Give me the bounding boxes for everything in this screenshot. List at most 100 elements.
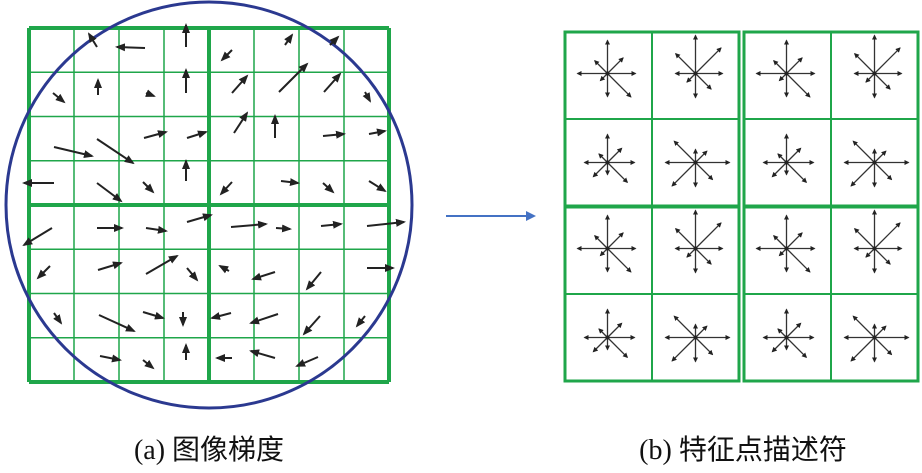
histogram-center-dot xyxy=(605,335,610,340)
histogram-center-dot xyxy=(784,335,789,340)
orientation-bin-arrow xyxy=(695,47,722,74)
gradient-arrow xyxy=(329,35,340,46)
orientation-bin-arrow xyxy=(695,325,708,338)
gradient-arrow xyxy=(97,261,123,271)
orientation-bin-arrow xyxy=(874,162,893,181)
orientation-bin-arrow xyxy=(874,337,893,356)
histogram-center-dot xyxy=(693,335,698,340)
orientation-bin-arrow xyxy=(786,57,803,74)
gradient-arrow xyxy=(52,92,66,104)
orientation-histogram xyxy=(762,308,815,359)
gradient-arrow xyxy=(142,359,155,370)
histogram-center-dot xyxy=(693,246,698,251)
orientation-bin-arrow xyxy=(594,60,608,74)
orientation-histogram xyxy=(674,34,724,99)
orientation-histogram xyxy=(576,39,637,98)
orientation-bin-arrow xyxy=(695,73,712,90)
gradient-arrow xyxy=(275,224,292,233)
gradient-arrow xyxy=(218,265,230,274)
gradient-arrow xyxy=(305,271,322,291)
orientation-histogram xyxy=(755,39,816,98)
orientation-histogram xyxy=(576,214,637,273)
gradient-arrow xyxy=(53,312,63,325)
gradient-arrow xyxy=(142,311,165,320)
orientation-bin-arrow xyxy=(853,227,875,249)
histogram-center-dot xyxy=(693,160,698,165)
orientation-bin-arrow xyxy=(671,337,696,362)
histogram-center-dot xyxy=(693,71,698,76)
orientation-bin-arrow xyxy=(874,47,901,74)
gradient-arrow xyxy=(368,180,387,193)
gradient-arrow xyxy=(219,181,233,196)
orientation-bin-arrow xyxy=(850,162,875,187)
orientation-histogram xyxy=(674,209,724,274)
orientation-histogram xyxy=(583,133,636,184)
orientation-bin-arrow xyxy=(874,325,887,338)
orientation-bin-arrow xyxy=(773,235,787,249)
orientation-bin-arrow xyxy=(673,140,696,163)
gradient-arrow xyxy=(355,315,366,328)
gradient-arrow xyxy=(320,220,343,229)
orientation-bin-arrow xyxy=(850,337,875,362)
gradient-arrow xyxy=(96,182,123,203)
orientation-bin-arrow xyxy=(671,162,696,187)
gradient-arrow xyxy=(322,130,346,139)
orientation-bin-arrow xyxy=(607,232,624,249)
orientation-bin-arrow xyxy=(607,322,623,338)
gradient-arrow xyxy=(366,218,406,227)
gradient-arrow xyxy=(145,254,179,275)
orientation-bin-arrow xyxy=(607,147,623,163)
histogram-center-dot xyxy=(605,71,610,76)
gradient-arrow xyxy=(362,91,371,103)
orientation-bin-arrow xyxy=(592,337,608,353)
histogram-center-dot xyxy=(784,71,789,76)
orientation-bin-arrow xyxy=(771,162,787,178)
orientation-bin-arrow xyxy=(607,73,632,98)
gaussian-window-circle xyxy=(4,0,414,410)
gradient-arrow xyxy=(96,138,135,165)
gradient-arrow xyxy=(280,178,300,187)
orientation-bin-arrow xyxy=(874,73,891,90)
gradient-arrow xyxy=(98,314,136,332)
gradient-arrow xyxy=(295,356,319,367)
gradient-arrow xyxy=(278,62,309,93)
orientation-bin-arrow xyxy=(695,248,712,265)
gradient-arrow xyxy=(22,227,53,247)
orientation-bin-arrow xyxy=(786,248,811,273)
histogram-center-dot xyxy=(872,71,877,76)
orientation-bin-arrow xyxy=(852,140,875,163)
orientation-bin-arrow xyxy=(786,73,811,98)
orientation-bin-arrow xyxy=(773,60,787,74)
orientation-bin-arrow xyxy=(771,337,787,353)
gradient-arrow xyxy=(302,315,321,336)
gradient-arrow xyxy=(186,213,213,223)
orientation-bin-arrow xyxy=(695,162,714,181)
orientation-bin-arrow xyxy=(674,227,696,249)
gradient-arrow xyxy=(53,146,94,159)
orientation-bin-arrow xyxy=(607,337,629,359)
gradient-arrow xyxy=(368,128,387,137)
orientation-bin-arrow xyxy=(674,52,696,74)
orientation-bin-arrow xyxy=(695,150,708,163)
orientation-bin-arrow xyxy=(786,147,802,163)
gradient-arrow xyxy=(249,313,279,325)
orientation-bin-arrow xyxy=(607,162,629,184)
gradient-arrow xyxy=(284,33,294,46)
orientation-histogram xyxy=(853,209,903,274)
orientation-histogram xyxy=(583,308,636,359)
gradient-arrow xyxy=(323,72,342,93)
histogram-center-dot xyxy=(784,246,789,251)
orientation-histogram xyxy=(762,133,815,184)
gradient-arrow xyxy=(231,74,249,94)
gradient-arrow xyxy=(87,32,98,48)
gradient-arrow xyxy=(322,182,335,194)
gradient-arrow xyxy=(186,267,199,282)
orientation-bin-arrow xyxy=(594,235,608,249)
orientation-bin-arrow xyxy=(852,315,875,338)
orientation-bin-arrow xyxy=(786,322,802,338)
gradient-arrow xyxy=(251,271,276,281)
gradient-arrow xyxy=(220,49,233,62)
histogram-center-dot xyxy=(784,160,789,165)
histogram-center-dot xyxy=(605,246,610,251)
orientation-bin-arrow xyxy=(592,162,608,178)
